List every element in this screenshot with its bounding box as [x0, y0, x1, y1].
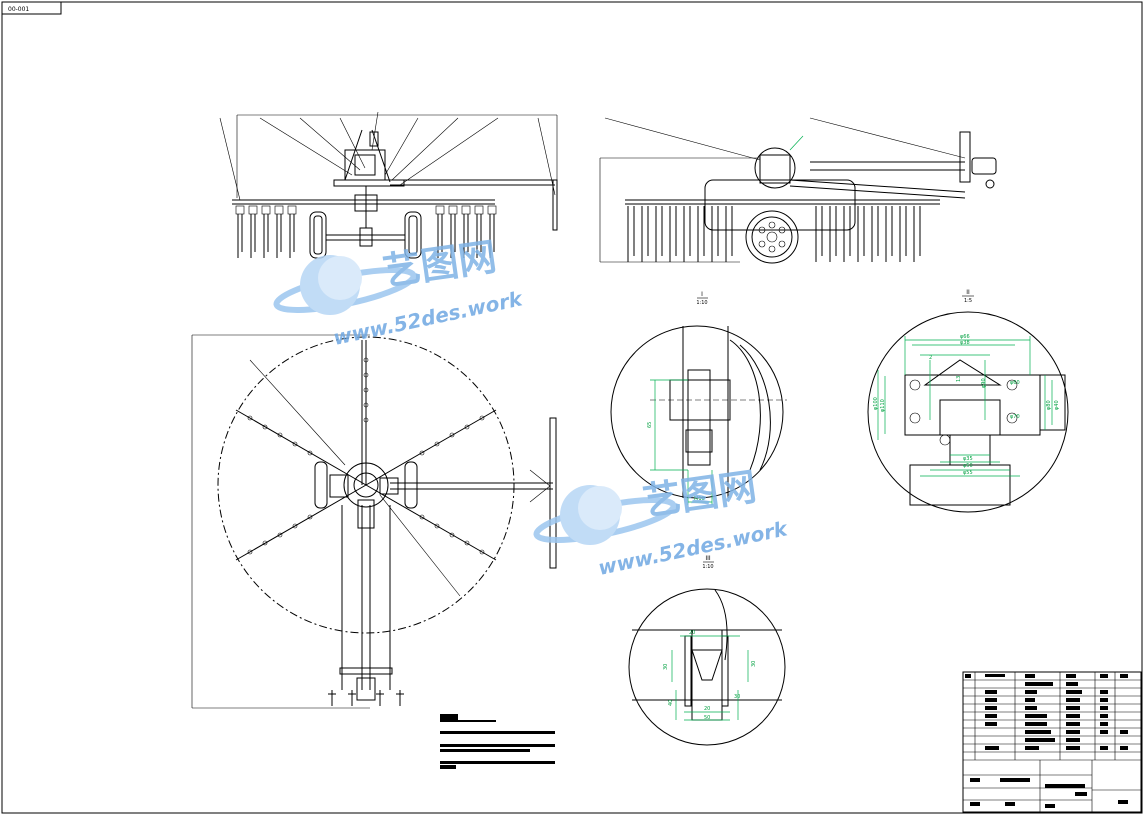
dim-i-1: 65 [647, 422, 653, 428]
dim-ii-1: φ66 [960, 334, 970, 340]
dim-ii-2: φ38 [960, 340, 970, 346]
watermark-upper: 艺图网 www.52des.work [273, 234, 526, 350]
dim-ii-12: φ55 [963, 470, 973, 476]
dim-i-2: M16 [694, 496, 705, 502]
dim-ii-13: φ60 [1010, 380, 1020, 386]
plan-view [191, 334, 557, 709]
detail-view-ii: II 1:5 φ66 φ38 2 13 φ90 φ100 φ110 φ80 φ4… [867, 289, 1069, 513]
detail-ii-scale: 1:5 [964, 298, 972, 304]
dim-ii-4: 13 [956, 376, 962, 382]
dim-ii-5: φ90 [981, 378, 987, 388]
watermark-url-2: www.52des.work [596, 516, 791, 580]
dim-ii-14: φ70 [1010, 414, 1020, 420]
watermark-brand: 艺图网 [380, 234, 499, 293]
detail-ii-name: II [966, 289, 970, 296]
detail-i-name: I [701, 291, 703, 298]
dim-iii-1: 20 [689, 630, 695, 636]
detail-view-i: I 1:10 65 M16 [610, 291, 787, 505]
dim-iii-6: 20 [704, 706, 710, 712]
watermark-lower: 艺图网 www.52des.work [533, 464, 791, 580]
dim-ii-9: φ40 [1054, 400, 1060, 410]
drawing-number: 00-001 [8, 6, 29, 13]
technical-notes [440, 714, 555, 769]
detail-view-iii: III 1:10 20 30 30 40 30 20 50 [628, 555, 786, 746]
dim-ii-3: 2 [929, 355, 932, 361]
dim-iii-4: 40 [668, 700, 674, 706]
watermark-url: www.52des.work [331, 286, 526, 350]
dim-ii-11: φ50 [963, 463, 973, 469]
dim-iii-3: 30 [751, 661, 757, 667]
dim-ii-7: φ110 [880, 399, 886, 412]
dim-iii-2: 30 [663, 664, 669, 670]
title-block [962, 671, 1142, 813]
front-view [219, 111, 558, 259]
dim-iii-7: 50 [704, 715, 710, 721]
drawing-number-box [1, 1, 62, 15]
dim-iii-5: 30 [734, 694, 740, 700]
detail-i-scale: 1:10 [696, 300, 707, 306]
dim-ii-8: φ80 [1046, 400, 1052, 410]
watermark-brand-2: 艺图网 [640, 464, 759, 523]
side-view [599, 117, 997, 264]
detail-iii-name: III [705, 555, 711, 562]
detail-iii-scale: 1:10 [702, 564, 713, 570]
dim-ii-10: φ35 [963, 456, 973, 462]
dim-ii-6: φ100 [873, 397, 879, 410]
